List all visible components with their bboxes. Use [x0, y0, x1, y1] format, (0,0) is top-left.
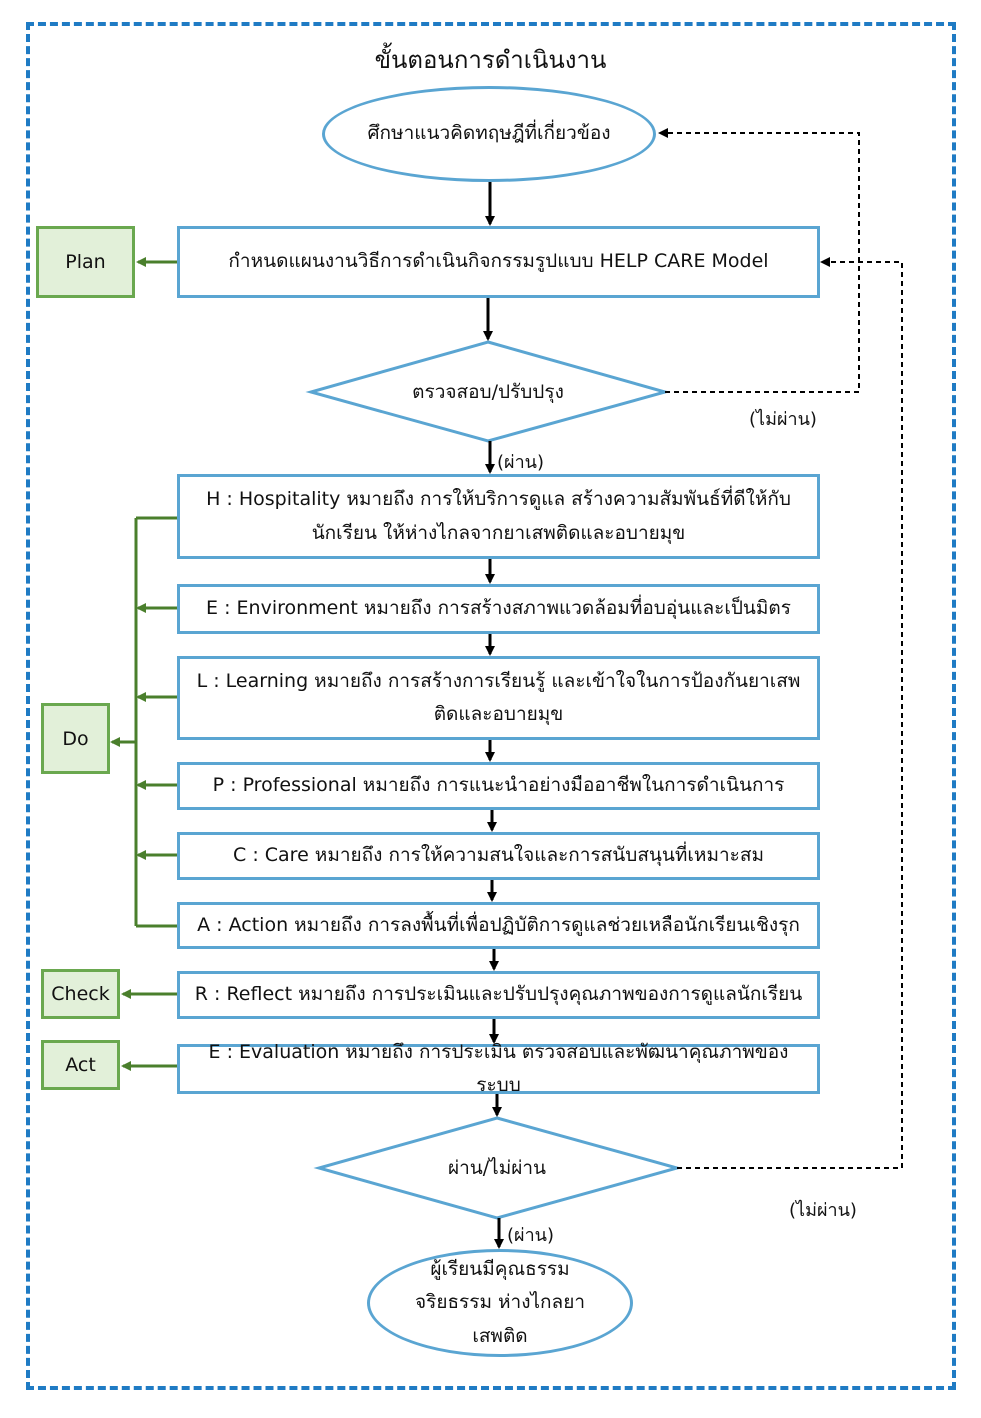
decision-diamond-review [305, 340, 671, 443]
step-l-learning: L : Learning หมายถึง การสร้างการเรียนรู้… [177, 656, 820, 740]
fail-label-review: (ไม่ผ่าน) [749, 409, 817, 430]
loop-decision-to-plan [677, 257, 903, 1169]
fail-label-final: (ไม่ผ่าน) [789, 1200, 857, 1221]
pass-label-review: (ผ่าน) [497, 452, 545, 473]
end-oval: ผู้เรียนมีคุณธรรม จริยธรรม ห่างไกลยาเสพต… [367, 1249, 633, 1357]
tag-check: Check [41, 969, 120, 1019]
step-c-care: C : Care หมายถึง การให้ความสนใจและการสนั… [177, 832, 820, 880]
decision-pass-fail-label: ผ่าน/ไม่ผ่าน [447, 1157, 547, 1179]
step-r-reflect: R : Reflect หมายถึง การประเมินและปรับปรุ… [177, 971, 820, 1019]
tag-act: Act [41, 1040, 120, 1090]
step-h-hospitality: H : Hospitality หมายถึง การให้บริการดูแล… [177, 474, 820, 559]
step-e-evaluation: E : Evaluation หมายถึง การประเมิน ตรวจสอ… [177, 1041, 820, 1096]
step-a-action: A : Action หมายถึง การลงพื้นที่เพื่อปฏิบ… [177, 902, 820, 949]
decision-review-label: ตรวจสอบ/ปรับปรุง [412, 381, 564, 403]
start-oval: ศึกษาแนวคิดทฤษฎีที่เกี่ยวข้อง [322, 86, 656, 182]
tag-plan: Plan [36, 226, 135, 298]
loop-review-to-start [658, 128, 860, 393]
step-e-environment: E : Environment หมายถึง การสร้างสภาพแวดล… [177, 584, 820, 634]
page-frame [26, 22, 956, 1390]
step-p-professional: P : Professional หมายถึง การแนะนำอย่างมื… [177, 762, 820, 810]
decision-diamond-pass-fail [313, 1116, 683, 1220]
page-title: ขั้นตอนการดำเนินงาน [374, 46, 607, 74]
tag-do: Do [41, 703, 110, 774]
pass-label-final: (ผ่าน) [507, 1225, 555, 1246]
plan-box: กำหนดแผนงานวิธีการดำเนินกิจกรรมรูปแบบ HE… [177, 226, 820, 298]
